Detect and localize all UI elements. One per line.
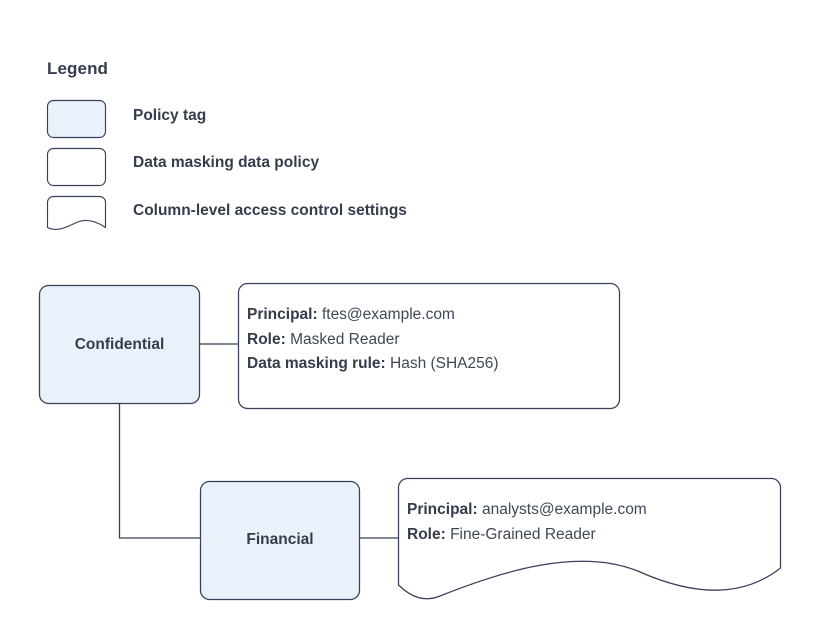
info-value: Fine-Grained Reader [450, 525, 596, 543]
info-box-text-confidential-policy: Principal: ftes@example.com Role: Masked… [247, 303, 499, 377]
info-line: Role: Fine-Grained Reader [407, 523, 647, 548]
info-line: Principal: ftes@example.com [247, 303, 499, 328]
info-key: Role: [247, 330, 286, 348]
legend-label-column-access-settings: Column-level access control settings [133, 202, 407, 219]
node-financial[interactable] [199, 480, 361, 601]
info-key: Principal: [407, 501, 478, 518]
info-line: Data masking rule: Hash (SHA256) [247, 352, 499, 377]
info-key: Principal: [247, 306, 318, 323]
connector-confidential-to-financial [118, 403, 200, 539]
node-confidential[interactable] [38, 284, 201, 405]
info-box-financial-settings[interactable] [397, 477, 782, 600]
legend-title: Legend [47, 59, 109, 78]
info-value: Hash (SHA256) [390, 355, 499, 372]
info-line: Role: Masked Reader [247, 328, 499, 353]
legend-label-data-masking-policy: Data masking data policy [133, 154, 320, 171]
info-value: Masked Reader [290, 330, 400, 348]
info-box-text-financial-settings: Principal: analysts@example.com Role: Fi… [407, 498, 647, 547]
info-box-confidential-policy[interactable] [237, 282, 621, 410]
info-line: Principal: analysts@example.com [407, 498, 647, 523]
info-value: ftes@example.com [321, 306, 455, 323]
info-key: Role: [407, 525, 446, 543]
legend-swatch-column-access-settings [46, 195, 107, 230]
legend-swatch-policy-tag [46, 99, 107, 139]
node-label-financial: Financial [246, 531, 314, 548]
legend-swatch-data-masking-policy [46, 147, 107, 187]
info-key: Data masking rule: [247, 355, 386, 372]
legend-label-policy-tag: Policy tag [133, 107, 207, 124]
node-label-confidential: Confidential [74, 336, 165, 353]
info-value: analysts@example.com [481, 501, 647, 518]
